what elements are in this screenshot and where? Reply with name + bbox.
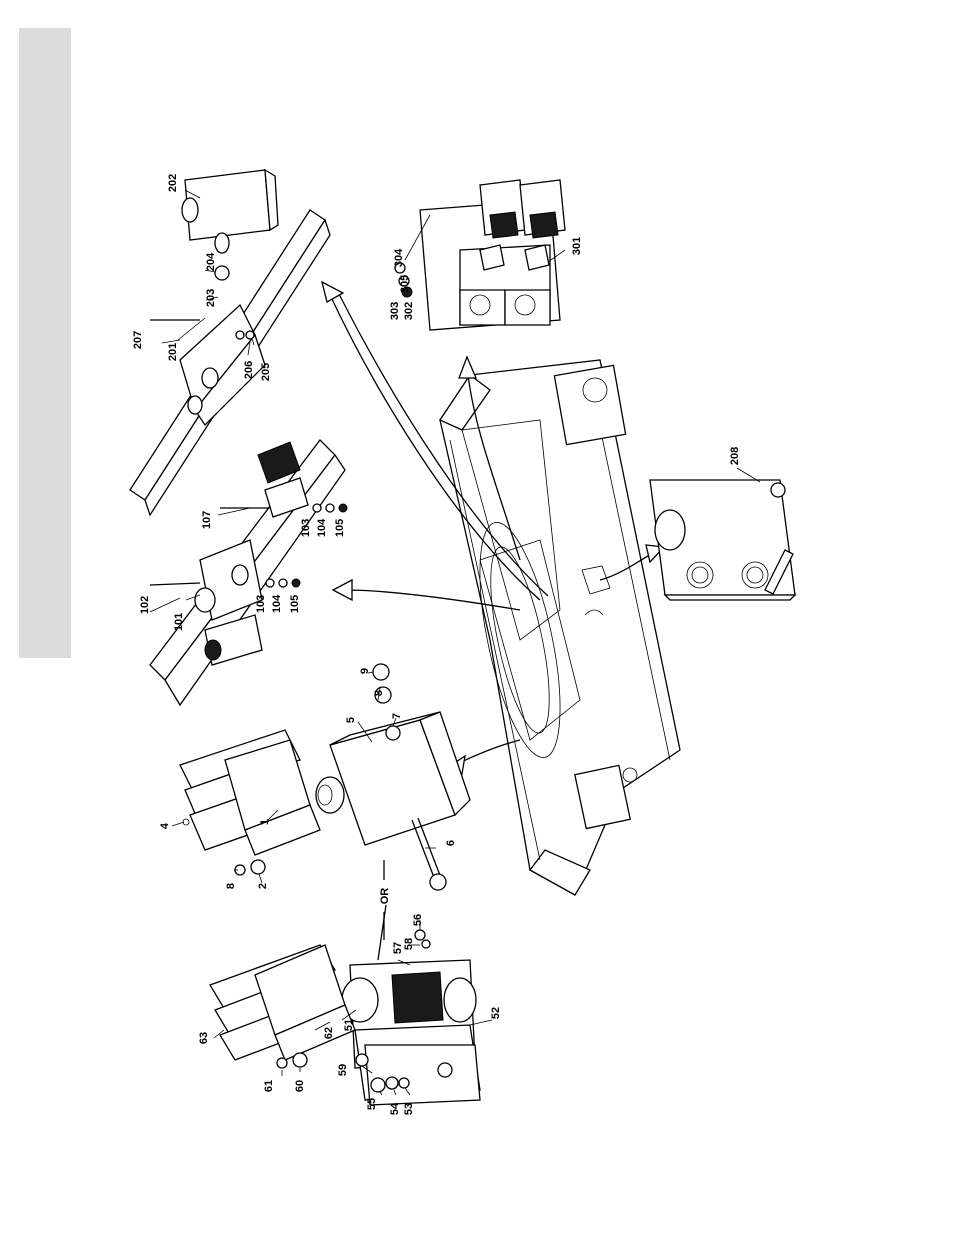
callout-104-lower: 104 bbox=[271, 594, 283, 613]
callout-301: 301 bbox=[571, 237, 583, 255]
callout-207: 207 bbox=[132, 331, 144, 349]
callout-2: 2 bbox=[257, 883, 269, 889]
callout-8-upper: 8 bbox=[373, 690, 385, 696]
callout-52: 52 bbox=[490, 1007, 502, 1019]
callout-103-upper: 103 bbox=[300, 519, 312, 537]
callout-105-upper: 105 bbox=[334, 519, 346, 537]
callout-4: 4 bbox=[159, 822, 171, 829]
callout-9: 9 bbox=[359, 668, 371, 674]
valve-201-assembly bbox=[130, 170, 330, 515]
callout-53: 53 bbox=[403, 1103, 415, 1115]
callout-58: 58 bbox=[403, 938, 415, 950]
callout-205: 205 bbox=[260, 363, 272, 381]
callout-203: 203 bbox=[205, 289, 217, 307]
callout-105-lower: 105 bbox=[289, 595, 301, 613]
callout-101: 101 bbox=[173, 613, 185, 631]
callout-7: 7 bbox=[391, 713, 403, 719]
callout-6: 6 bbox=[445, 840, 457, 846]
callout-305: 305 bbox=[399, 275, 411, 293]
valve-208 bbox=[650, 480, 795, 600]
main-frame bbox=[440, 360, 680, 895]
callout-51: 51 bbox=[343, 1019, 355, 1031]
callout-107: 107 bbox=[201, 511, 213, 529]
callout-5: 5 bbox=[345, 717, 357, 723]
valve-101-assembly bbox=[150, 440, 347, 705]
valve-5-assembly bbox=[180, 664, 470, 890]
callout-59: 59 bbox=[337, 1064, 349, 1076]
callout-206: 206 bbox=[243, 361, 255, 379]
callout-204: 204 bbox=[205, 252, 217, 271]
callout-8-lower: 8 bbox=[225, 883, 237, 889]
valve-bank-301 bbox=[395, 180, 565, 330]
callout-302: 302 bbox=[403, 302, 415, 320]
callout-103-lower: 103 bbox=[255, 595, 267, 613]
callout-61: 61 bbox=[263, 1080, 275, 1092]
callout-55: 55 bbox=[366, 1098, 378, 1110]
or-label: OR bbox=[379, 888, 391, 905]
callout-63: 63 bbox=[198, 1032, 210, 1044]
callout-208: 208 bbox=[729, 447, 741, 465]
callout-202: 202 bbox=[167, 174, 179, 192]
callout-303: 303 bbox=[389, 302, 401, 320]
callout-304: 304 bbox=[393, 248, 405, 267]
callout-54: 54 bbox=[389, 1102, 401, 1115]
callout-62: 62 bbox=[323, 1027, 335, 1039]
callout-104-upper: 104 bbox=[316, 518, 328, 537]
callout-102: 102 bbox=[139, 596, 151, 614]
callout-201: 201 bbox=[167, 343, 179, 361]
callout-60: 60 bbox=[294, 1080, 306, 1092]
callout-1: 1 bbox=[259, 819, 271, 825]
callout-56: 56 bbox=[412, 914, 424, 926]
